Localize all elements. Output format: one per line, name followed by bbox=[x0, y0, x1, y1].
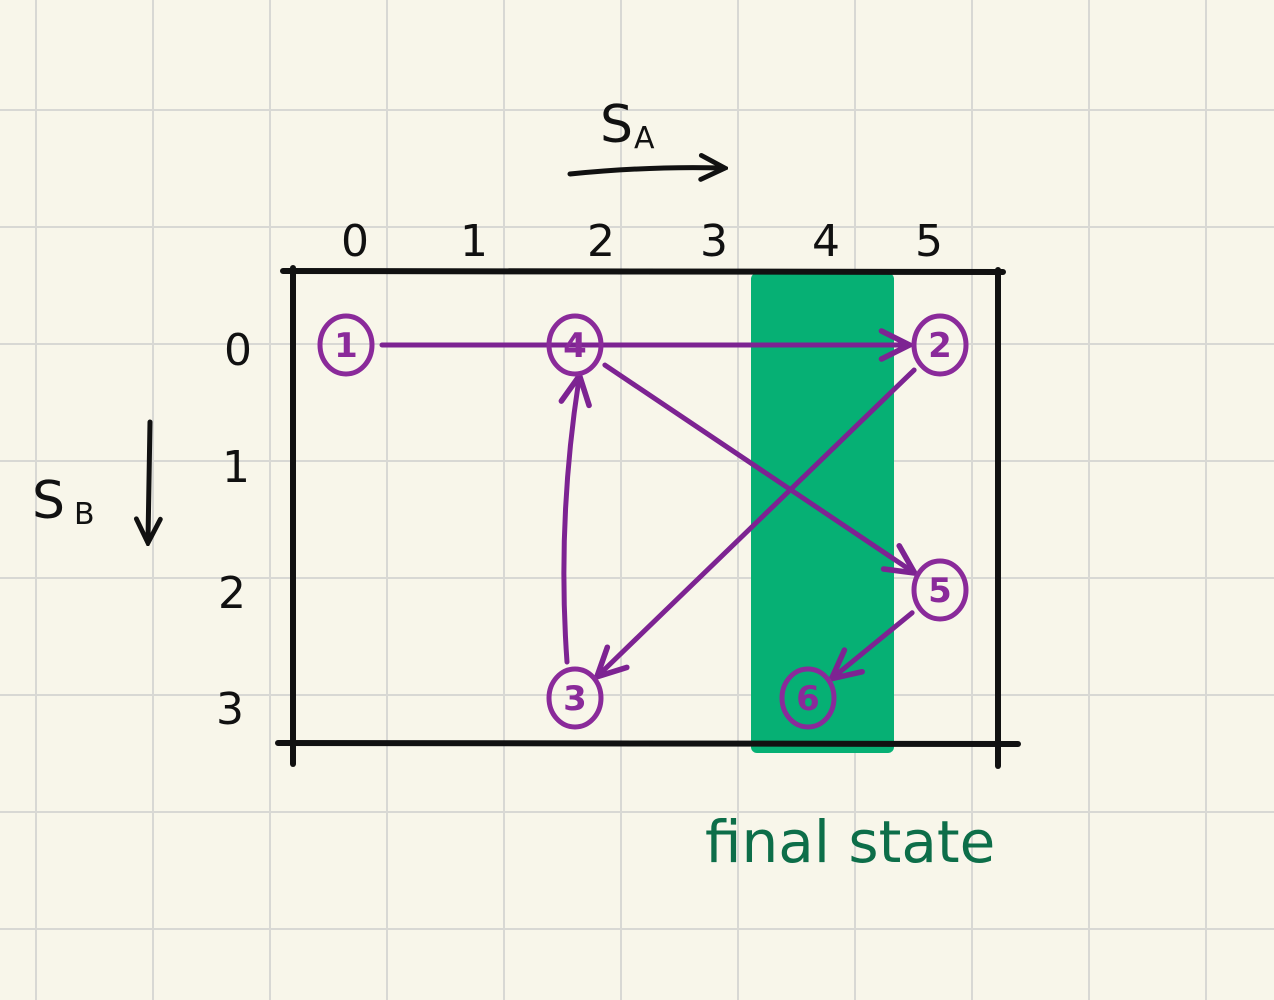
x-axis-label-sub: A bbox=[634, 121, 655, 156]
node-label: 2 bbox=[928, 326, 952, 366]
x-tick-label: 3 bbox=[700, 216, 728, 267]
node-circle bbox=[546, 313, 604, 377]
x-tick-label: 0 bbox=[341, 216, 369, 267]
y-tick-labels: 0 1 2 3 bbox=[216, 325, 252, 735]
x-tick-label: 5 bbox=[915, 216, 943, 267]
node-label: 6 bbox=[796, 679, 820, 719]
x-tick-label: 2 bbox=[587, 216, 615, 267]
state-node-5: 5 bbox=[911, 558, 969, 622]
edge-2-to-3 bbox=[599, 367, 917, 674]
state-node-2: 2 bbox=[911, 313, 969, 377]
y-tick-label: 1 bbox=[222, 442, 250, 493]
edge-4-to-5 bbox=[602, 362, 912, 571]
edge-3-to-4 bbox=[564, 379, 579, 665]
y-axis-title: S B bbox=[32, 471, 95, 532]
x-axis-label: S bbox=[600, 95, 633, 155]
y-axis-label: S bbox=[32, 471, 65, 531]
x-tick-label: 4 bbox=[812, 216, 840, 267]
x-axis-title: S A bbox=[600, 95, 655, 156]
y-axis-label-sub: B bbox=[74, 497, 95, 532]
state-node-1: 1 bbox=[317, 313, 375, 377]
y-tick-label: 2 bbox=[218, 568, 246, 619]
state-node-3: 3 bbox=[546, 666, 604, 730]
y-axis-arrow bbox=[148, 419, 150, 540]
state-node-6: 6 bbox=[779, 666, 837, 730]
y-tick-label: 0 bbox=[224, 325, 252, 376]
x-tick-label: 1 bbox=[460, 216, 488, 267]
node-label: 3 bbox=[563, 679, 587, 719]
final-state-label: final state bbox=[705, 808, 995, 876]
node-label: 1 bbox=[334, 326, 358, 366]
y-tick-label: 3 bbox=[216, 684, 244, 735]
x-axis-arrow bbox=[567, 168, 722, 174]
node-label: 5 bbox=[928, 571, 952, 611]
state-node-4: 4 bbox=[546, 313, 604, 377]
state-grid-frame bbox=[275, 265, 1021, 769]
node-circle bbox=[911, 313, 969, 377]
node-circle bbox=[911, 558, 969, 622]
node-label: 4 bbox=[563, 326, 587, 366]
node-circle bbox=[546, 666, 604, 730]
transition-edges bbox=[379, 345, 917, 677]
node-circle bbox=[317, 313, 375, 377]
node-circle bbox=[779, 666, 837, 730]
state-nodes: 1 4 2 5 3 6 bbox=[317, 313, 969, 730]
edge-5-to-6 bbox=[834, 610, 915, 677]
x-tick-labels: 0 1 2 3 4 5 bbox=[341, 216, 943, 267]
